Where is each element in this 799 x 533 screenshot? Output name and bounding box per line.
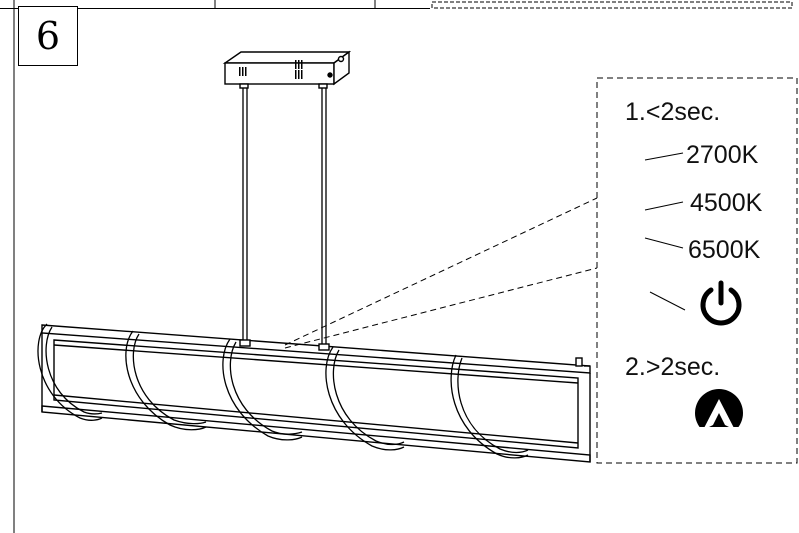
color-temp-6500k: 6500K bbox=[688, 236, 761, 264]
callout-lines bbox=[284, 197, 598, 349]
color-temp-4500k: 4500K bbox=[690, 189, 763, 217]
step-number: 6 bbox=[18, 6, 78, 66]
power-icon bbox=[700, 280, 742, 326]
short-press-label: 1.<2sec. bbox=[625, 98, 721, 126]
fixture-frame bbox=[41, 324, 591, 463]
long-press-label: 2.>2sec. bbox=[625, 353, 721, 381]
leader-lines bbox=[644, 152, 686, 311]
dimming-icon bbox=[695, 389, 743, 438]
led-rings bbox=[37, 323, 529, 459]
instruction-panel bbox=[596, 77, 798, 464]
suspension-cables bbox=[242, 88, 327, 345]
color-temp-2700k: 2700K bbox=[686, 141, 759, 169]
ceiling-canopy bbox=[222, 50, 352, 89]
